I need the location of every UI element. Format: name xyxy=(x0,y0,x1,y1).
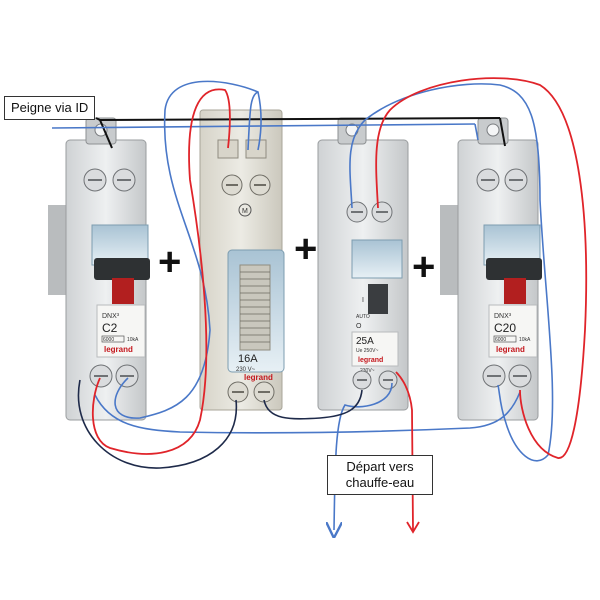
contactor-label-plate xyxy=(351,331,399,367)
live-wire xyxy=(406,521,420,534)
plus-sign: + xyxy=(158,240,181,284)
mode-label-on: I xyxy=(362,297,364,304)
toggle-lever xyxy=(486,258,542,280)
svg-text:M: M xyxy=(242,208,248,215)
din-rail-clip xyxy=(440,205,460,295)
contactor-window xyxy=(351,239,403,279)
comb-wire xyxy=(99,119,113,149)
mode-switch[interactable] xyxy=(368,284,388,314)
breaker-code: 6000 xyxy=(103,337,114,343)
breaker-code: 6000 xyxy=(495,337,506,343)
comb-wire xyxy=(99,117,501,121)
timer-voltage: 230 V~ xyxy=(236,367,256,373)
neutral-wire xyxy=(349,83,554,462)
coil-wire xyxy=(263,389,363,420)
trip-indicator xyxy=(112,278,134,304)
peigne-label: Peigne via ID xyxy=(11,100,89,115)
neutral-wire xyxy=(474,123,479,141)
timer-top-terminal xyxy=(245,139,267,159)
neutral-wire xyxy=(247,91,259,151)
coil-voltage: 230V~ xyxy=(360,368,375,374)
live-wire xyxy=(375,77,588,459)
depart-label-line2: chauffe-eau xyxy=(345,475,415,490)
breaker-rating: C2 xyxy=(102,321,118,335)
motor-symbol-icon xyxy=(238,203,252,217)
breaker-series: DNX³ xyxy=(102,313,120,320)
breaker-left: DNX³ C2 6000 10kA legrand xyxy=(48,117,150,421)
neutral-wire xyxy=(94,391,521,434)
brand-logo: legrand xyxy=(358,357,383,364)
timer-dial xyxy=(239,264,271,351)
breaker-label-plate xyxy=(488,304,538,358)
comb-wire xyxy=(95,117,101,121)
breaker-rating: C20 xyxy=(494,321,516,335)
breaker-series: DNX³ xyxy=(494,313,512,320)
peigne-callout: Peigne via ID xyxy=(4,96,96,120)
din-rail-clip xyxy=(48,205,68,295)
live-wire xyxy=(91,88,231,455)
brand-logo: legrand xyxy=(244,373,273,382)
contactor-voltage: Ue 250V~ xyxy=(356,348,378,354)
neutral-wire xyxy=(114,80,262,419)
mode-label-auto: AUTO xyxy=(356,314,370,320)
mode-label-off: O xyxy=(356,323,362,330)
plus-sign: + xyxy=(412,245,435,289)
breaker-label-plate xyxy=(96,304,146,358)
timer-module: M 16A 230 V~ legrand xyxy=(199,109,285,411)
coil-wires xyxy=(77,379,363,469)
breaker-ka: 10kA xyxy=(519,337,531,343)
depart-label-line1: Départ vers xyxy=(346,459,414,474)
trip-indicator xyxy=(504,278,526,304)
toggle-lever xyxy=(94,258,150,280)
breaker-right: DNX³ C20 6000 10kA legrand xyxy=(440,117,542,421)
breaker-ka: 10kA xyxy=(127,337,139,343)
contactor-module: I AUTO O 25A Ue 250V~ legrand 230V~ xyxy=(317,117,409,411)
clamp-hole xyxy=(486,123,500,137)
live-wire xyxy=(395,371,414,531)
neutral-wire xyxy=(51,123,476,129)
comb-wire xyxy=(499,117,506,147)
coil-wire xyxy=(77,379,238,469)
live-wires xyxy=(91,77,588,534)
comb-wires xyxy=(95,117,506,149)
brand-logo: legrand xyxy=(496,345,525,354)
contactor-rating: 25A xyxy=(356,336,374,347)
timer-rating: 16A xyxy=(238,353,258,365)
brand-logo: legrand xyxy=(104,345,133,354)
depart-callout: Départ vers chauffe-eau xyxy=(327,455,433,495)
plus-sign: + xyxy=(294,227,317,271)
